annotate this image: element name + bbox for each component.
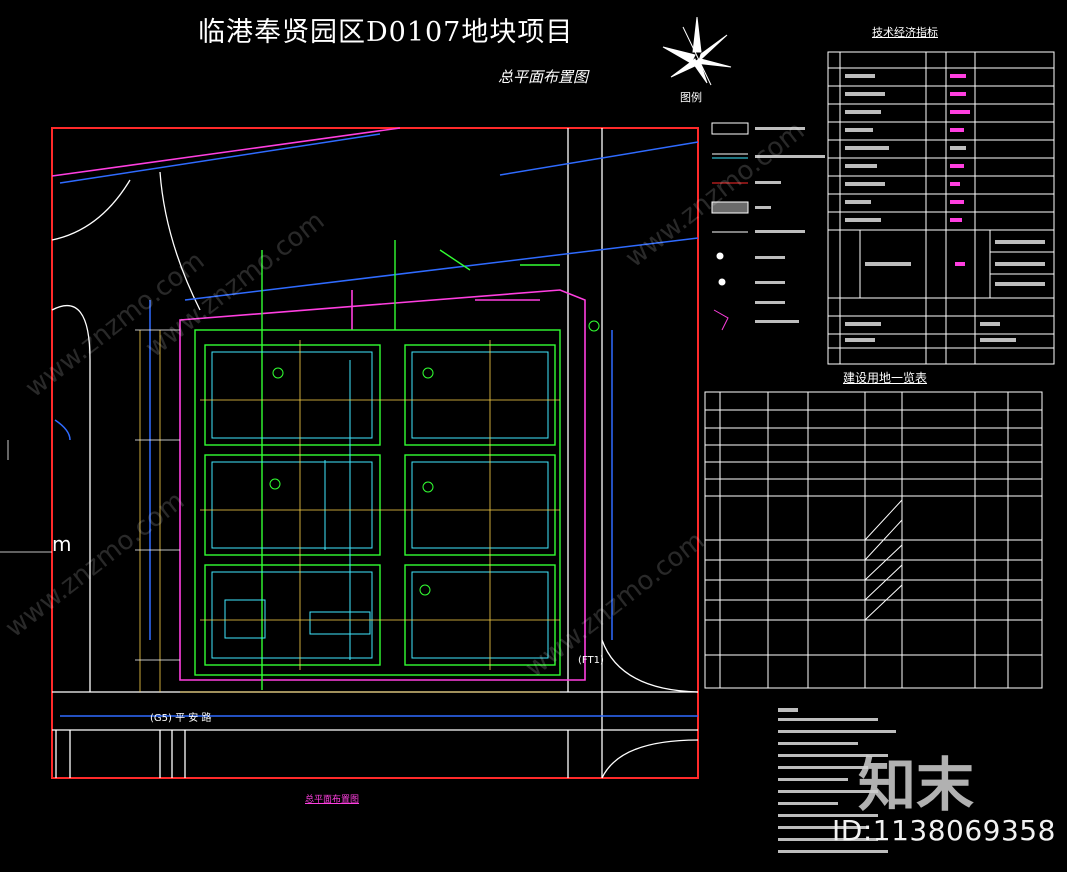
north-arrow-icon <box>662 16 732 86</box>
tech-table-title: 技术经济指标 <box>872 26 938 39</box>
brand-logo: 知末 <box>858 751 975 819</box>
north-label: 图例 <box>680 90 702 104</box>
blue-lines <box>54 133 699 717</box>
legend-labels <box>755 127 825 323</box>
image-id: ID:1138069358 <box>832 814 1056 847</box>
drawing-caption: 总平面布置图 <box>305 795 360 805</box>
block-markers <box>269 320 600 596</box>
road-east-label: (FT1) <box>578 655 604 666</box>
inner-grid <box>211 351 549 660</box>
legend <box>711 122 749 331</box>
scale-mark: m <box>52 532 72 556</box>
tech-indicator-table <box>827 51 1055 365</box>
site-boundary <box>51 127 699 779</box>
notes-block <box>778 708 896 853</box>
tech-table-cells <box>845 74 1045 342</box>
page-subtitle: 总平面布置图 <box>498 68 589 86</box>
road-label: (G5) 平 安 路 <box>150 713 212 724</box>
roads <box>51 128 699 779</box>
grid-ticks <box>0 329 180 661</box>
building-blocks <box>194 240 561 690</box>
site-perimeter <box>51 127 586 681</box>
building-list-table <box>704 391 1043 689</box>
dimension-lines <box>139 330 560 693</box>
building-table-title: 建设用地一览表 <box>843 371 928 385</box>
page-title: 临港奉贤园区D0107地块项目 <box>198 17 574 48</box>
